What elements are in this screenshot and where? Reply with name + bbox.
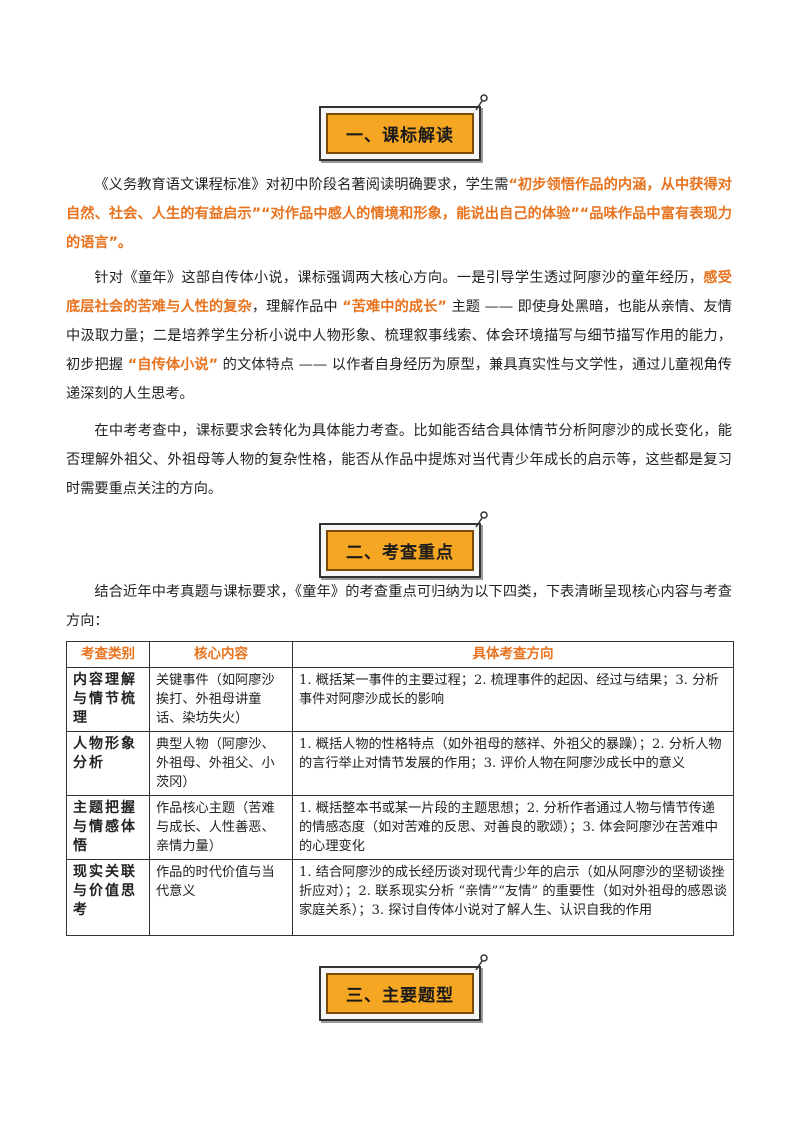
section-heading-3: 三、主要题型: [319, 954, 488, 1021]
highlight-quote: “初步领悟作品的内涵，从中获得对自然、社会、人生的有益启示”“对作品中感人的情境…: [66, 177, 732, 251]
core-content-cell: 关键事件（如阿廖沙挨打、外祖母讲童话、染坊失火）: [149, 667, 293, 732]
paragraph-exam: 在中考考查中，课标要求会转化为具体能力考查。比如能否结合具体情节分析阿廖沙的成长…: [66, 423, 732, 497]
highlight-growth: “苦难中的成长”: [342, 299, 447, 315]
category-cell: 内容理解与情节梳理: [66, 667, 150, 732]
table-row: 人物形象分析 典型人物（阿廖沙、外祖母、外祖父、小茨冈） 1. 概括人物的性格特…: [66, 731, 734, 796]
section-title: 二、考查重点: [326, 530, 474, 571]
direction-cell: 1. 结合阿廖沙的成长经历谈对现代青少年的启示（如从阿廖沙的坚韧谈挫折应对）；2…: [292, 859, 734, 936]
section-heading-1: 一、课标解读: [319, 94, 488, 161]
column-header: 考查类别: [66, 641, 150, 668]
direction-cell: 1. 概括整本书或某一片段的主题思想；2. 分析作者通过人物与情节传递的情感态度…: [292, 795, 734, 860]
paragraph-text: 主题 —— 即使身处黑暗，也能从亲情、友情中汲取力量；二是培养学生分析小说中人物…: [66, 299, 732, 373]
column-header: 具体考查方向: [292, 641, 734, 668]
paragraph-text: 的文体特点 —— 以作者自身经历为原型，兼具真实性与文学性，通过儿童视角传递深刻…: [66, 357, 732, 402]
column-header: 核心内容: [149, 641, 293, 668]
category-cell: 主题把握与情感体悟: [66, 795, 150, 860]
section-title: 一、课标解读: [326, 113, 474, 154]
pin-icon: [475, 511, 488, 528]
paragraph-text: 针对《童年》这部自传体小说，课标强调两大核心方向。一是引导学生透过阿廖沙的童年经…: [94, 270, 704, 286]
highlight-suffering: 感受底层社会的苦难与人性的复杂: [66, 270, 732, 315]
paragraph-directions: 针对《童年》这部自传体小说，课标强调两大核心方向。一是引导学生透过阿廖沙的童年经…: [66, 264, 732, 409]
paragraph-text: ，理解作品中: [251, 299, 343, 315]
paragraph-curriculum: 《义务教育语文课程标准》对初中阶段名著阅读明确要求，学生需“初步领悟作品的内涵，…: [66, 171, 732, 258]
core-content-cell: 作品核心主题（苦难与成长、人性善恶、亲情力量）: [149, 795, 293, 860]
core-content-cell: 作品的时代价值与当代意义: [149, 859, 293, 936]
section-title: 三、主要题型: [326, 973, 474, 1014]
category-cell: 现实关联与价值思考: [66, 859, 150, 936]
pin-icon: [475, 954, 488, 971]
table-row: 主题把握与情感体悟 作品核心主题（苦难与成长、人性善恶、亲情力量） 1. 概括整…: [66, 795, 734, 860]
table-row: 现实关联与价值思考 作品的时代价值与当代意义 1. 结合阿廖沙的成长经历谈对现代…: [66, 859, 734, 936]
paragraph-text: 《义务教育语文课程标准》对初中阶段名著阅读明确要求，学生需: [94, 177, 509, 193]
exam-focus-table: 考查类别 核心内容 具体考查方向 内容理解与情节梳理 关键事件（如阿廖沙挨打、外…: [66, 641, 734, 936]
highlight-autobiography: “自传体小说”: [127, 357, 219, 373]
direction-cell: 1. 概括某一事件的主要过程；2. 梳理事件的起因、经过与结果；3. 分析事件对…: [292, 667, 734, 732]
direction-cell: 1. 概括人物的性格特点（如外祖母的慈祥、外祖父的暴躁）；2. 分析人物的言行举…: [292, 731, 734, 796]
paragraph-table-intro: 结合近年中考真题与课标要求，《童年》的考查重点可归纳为以下四类，下表清晰呈现核心…: [66, 584, 732, 629]
pin-icon: [475, 94, 488, 111]
table-header-row: 考查类别 核心内容 具体考查方向: [66, 641, 734, 668]
category-cell: 人物形象分析: [66, 731, 150, 796]
section-heading-2: 二、考查重点: [319, 511, 488, 578]
core-content-cell: 典型人物（阿廖沙、外祖母、外祖父、小茨冈）: [149, 731, 293, 796]
table-row: 内容理解与情节梳理 关键事件（如阿廖沙挨打、外祖母讲童话、染坊失火） 1. 概括…: [66, 667, 734, 732]
